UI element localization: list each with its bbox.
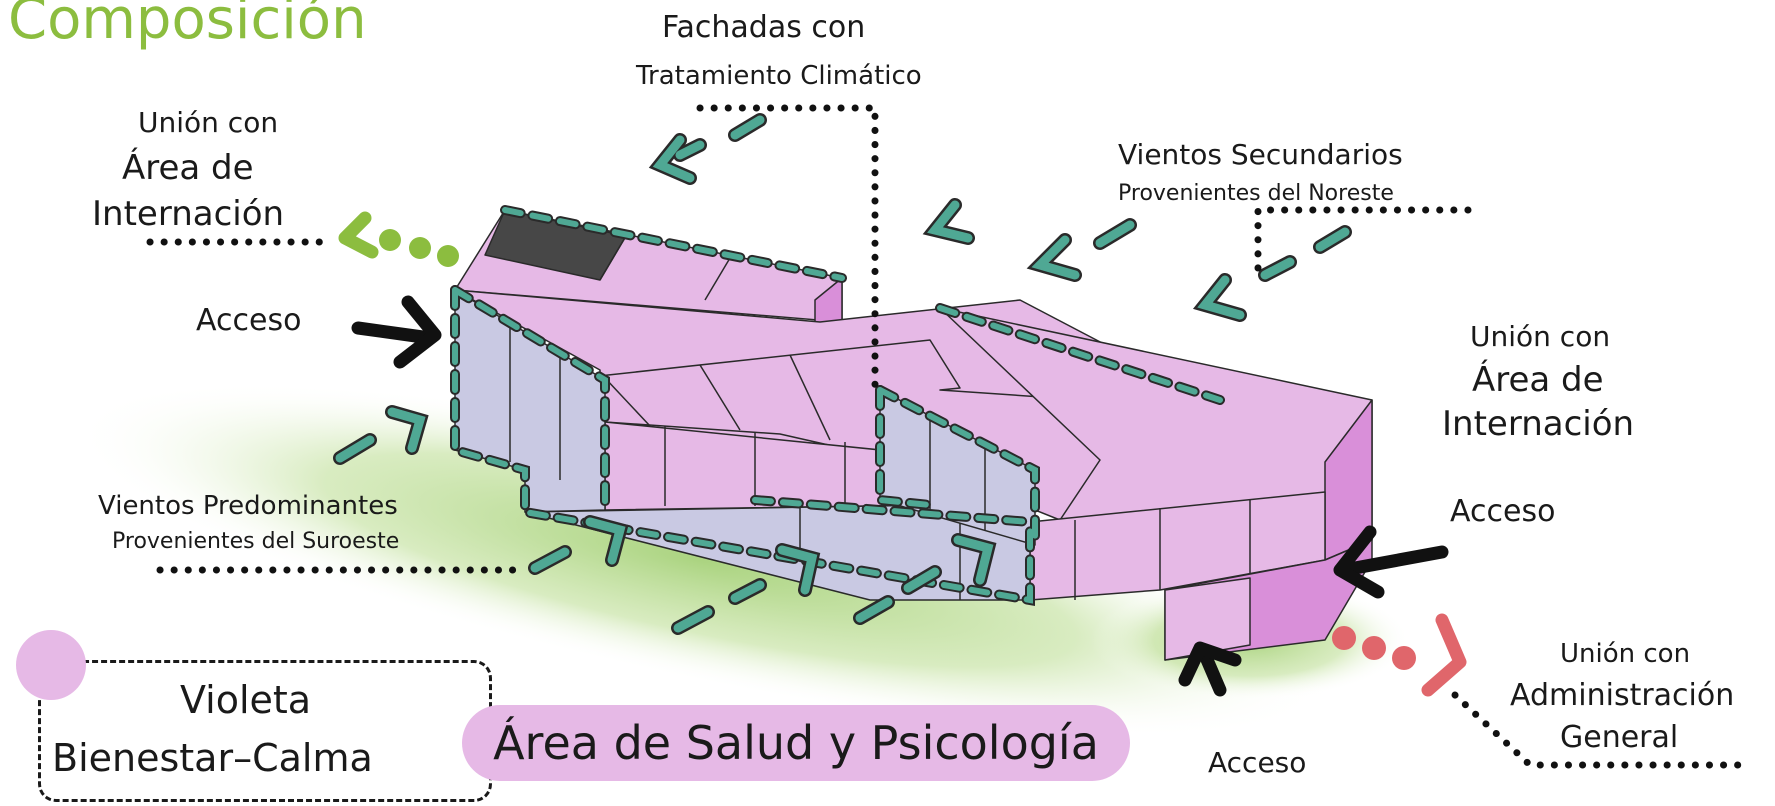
label-vientos-sec-2: Provenientes del Noreste [1118, 181, 1394, 206]
label-vientos-sec-1: Vientos Secundarios [1118, 138, 1403, 171]
label-vientos-pred-1: Vientos Predominantes [98, 491, 398, 521]
label-union-admin-3: General [1560, 720, 1679, 755]
legend-meaning: Bienestar–Calma [52, 736, 373, 780]
label-fachadas-line2: Tratamiento Climático [636, 61, 922, 91]
label-fachadas-line1: Fachadas con [662, 10, 866, 45]
label-acceso-right: Acceso [1450, 494, 1556, 529]
legend-color-swatch [16, 630, 86, 700]
area-name-pill: Área de Salud y Psicología [462, 705, 1130, 781]
label-union-admin-2: Administración [1510, 678, 1735, 713]
access-arrows [351, 295, 1449, 697]
label-acceso-left: Acceso [196, 303, 302, 338]
label-union-left-1: Unión con [138, 106, 279, 139]
building-annex-front [1164, 577, 1251, 661]
label-union-right-2: Área de [1472, 360, 1604, 400]
label-union-right-3: Internación [1442, 404, 1635, 444]
ground-shadow [73, 382, 1327, 738]
page-title: Composición [8, 0, 367, 52]
link-administracion [1332, 613, 1467, 697]
wind-arrows-secondary-fill [652, 115, 1350, 320]
label-union-left-3: Internación [92, 194, 285, 234]
label-union-right-1: Unión con [1470, 320, 1611, 353]
label-acceso-bottom: Acceso [1208, 746, 1307, 779]
label-union-left-2: Área de [122, 148, 254, 188]
label-union-admin-1: Unión con [1560, 639, 1691, 669]
link-internacion-left [338, 211, 459, 267]
area-name: Área de Salud y Psicología [493, 716, 1099, 770]
facade-outlines-fill [452, 207, 1223, 604]
wind-arrows-predominant-fill [335, 407, 994, 633]
label-vientos-pred-2: Provenientes del Suroeste [112, 529, 400, 554]
leader-lines [146, 104, 1749, 769]
building-massing [454, 209, 1373, 661]
legend-color-name: Violeta [180, 678, 312, 722]
